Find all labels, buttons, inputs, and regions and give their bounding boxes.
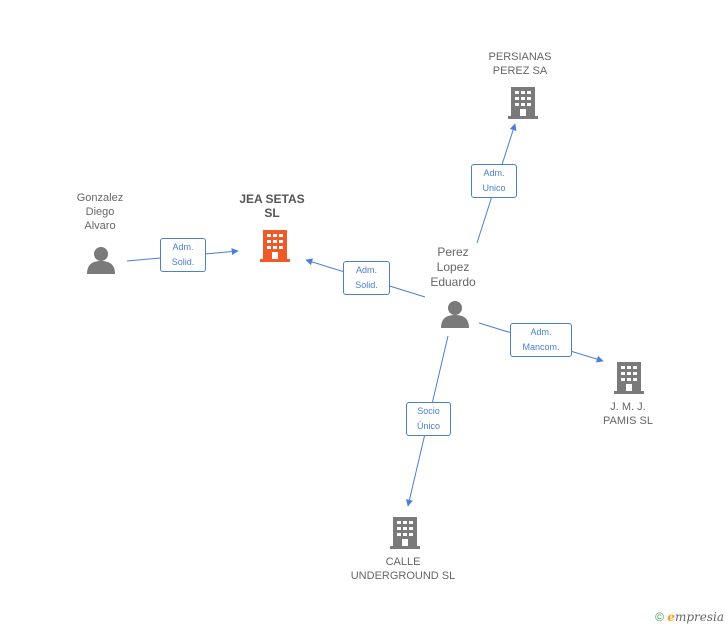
node-label-line: SL xyxy=(264,206,280,220)
brand-name: mpresia xyxy=(674,610,724,624)
edge-label-line: Único xyxy=(416,421,440,431)
node-label-perez[interactable]: Perez Lopez Eduardo xyxy=(403,245,503,290)
node-label-jmj[interactable]: J. M. J. PAMIS SL xyxy=(578,400,678,428)
copyright-icon: © xyxy=(655,610,664,624)
footer-brand: © empresia xyxy=(655,610,724,624)
node-label-line: JEA SETAS xyxy=(239,192,305,206)
edge-label-line: Solid. xyxy=(355,280,378,290)
edge-label-line: Socio xyxy=(417,406,440,416)
building-icon[interactable] xyxy=(390,517,420,549)
edge-label-adm-unico: Adm. Unico xyxy=(471,164,517,198)
node-label-calle[interactable]: CALLE UNDERGROUND SL xyxy=(343,555,463,583)
node-label-line: Eduardo xyxy=(430,275,476,289)
node-label-line: PAMIS SL xyxy=(603,415,653,427)
edge-label-line: Adm. xyxy=(355,265,377,275)
building-icon[interactable] xyxy=(614,362,644,394)
node-label-line: J. M. J. xyxy=(610,401,646,413)
node-label-persianas[interactable]: PERSIANAS PEREZ SA xyxy=(470,50,570,78)
node-label-line: Diego xyxy=(85,206,115,218)
edge-label-socio-unico: Socio Único xyxy=(406,402,451,436)
node-label-line: Perez xyxy=(437,245,469,259)
edge-label-line: Adm. xyxy=(483,168,505,178)
node-label-line: Alvaro xyxy=(84,220,116,232)
person-icon[interactable] xyxy=(87,247,115,274)
building-icon[interactable] xyxy=(260,228,290,262)
edge-label-line: Solid. xyxy=(171,257,195,267)
building-icon[interactable] xyxy=(508,87,538,119)
edge-label-adm-solid: Adm. Solid. xyxy=(343,261,390,295)
node-label-line: Lopez xyxy=(436,260,470,274)
edge-label-line: Adm. xyxy=(530,327,552,337)
node-label-line: PEREZ SA xyxy=(492,65,548,77)
person-icon[interactable] xyxy=(441,301,469,328)
edge-label-line: Mancom. xyxy=(522,342,560,352)
node-label-gonzalez[interactable]: Gonzalez Diego Alvaro xyxy=(50,191,150,233)
node-label-jea-setas[interactable]: JEA SETAS SL xyxy=(222,192,322,220)
node-label-line: PERSIANAS xyxy=(488,51,552,63)
brand-initial: e xyxy=(667,610,675,624)
edge-label-line: Adm. xyxy=(172,242,194,252)
edge-label-adm-solid: Adm. Solid. xyxy=(160,238,206,272)
node-label-line: UNDERGROUND SL xyxy=(350,570,456,582)
node-label-line: Gonzalez xyxy=(76,192,124,204)
edge-label-adm-mancom: Adm. Mancom. xyxy=(510,323,572,357)
node-label-line: CALLE xyxy=(385,556,421,568)
brand-logo: empresia xyxy=(667,610,724,624)
edge-label-line: Unico xyxy=(482,183,506,193)
